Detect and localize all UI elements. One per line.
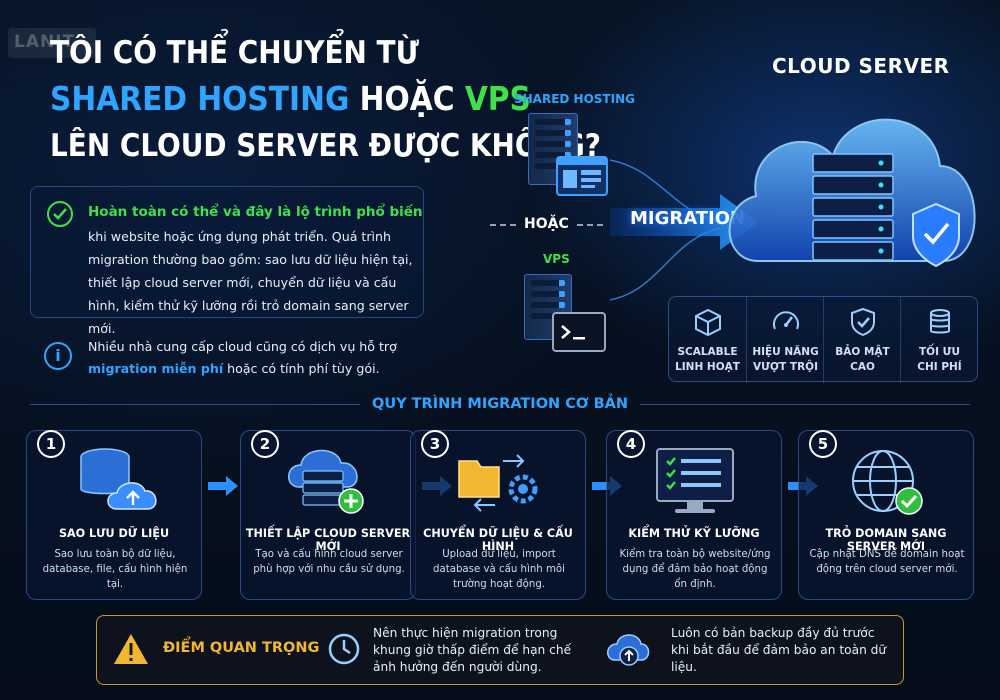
step-number: 3 (421, 430, 449, 458)
step-title: THIẾT LẬP CLOUD SERVER MỚI (245, 527, 411, 553)
feature-label-2: CAO (850, 361, 875, 373)
title-line-3: LÊN CLOUD SERVER ĐƯỢC KHÔNG? (50, 128, 601, 164)
step-description: Upload dữ liệu, import database và cấu h… (433, 549, 565, 590)
step-card-5: 5 TRỎ DOMAIN SANG SERVER MỚI Cập nhật DN… (798, 430, 974, 600)
feature-security: BẢO MẬT CAO (823, 297, 900, 383)
divider-left (30, 404, 360, 405)
globe-check-icon (852, 450, 923, 515)
cloud-server-title: CLOUD SERVER (772, 54, 950, 78)
clock-icon (328, 633, 360, 665)
step-number: 1 (37, 430, 65, 458)
info-note-highlight: migration miễn phí (88, 361, 224, 376)
step-number: 2 (251, 430, 279, 458)
step-description: Tạo và cấu hình cloud server phù hợp với… (253, 549, 405, 575)
info-box: Hoàn toàn có thể và đây là lộ trình phổ … (30, 186, 424, 336)
title-or: HOẶC (349, 79, 465, 118)
tip-off-peak: Nên thực hiện migration trong khung giờ … (373, 626, 572, 674)
shared-hosting-label: SHARED HOSTING (514, 92, 635, 106)
coins-icon (930, 309, 950, 334)
important-title: ĐIỂM QUAN TRỌNG (163, 640, 320, 656)
folder-gear-icon (458, 454, 538, 512)
feature-label-2: LINH HOẠT (675, 361, 740, 373)
feature-scalable: SCALABLE LINH HOẠT (669, 297, 746, 383)
or-label: HOẶC (490, 216, 603, 232)
step-card-2: 2 THIẾT LẬP CLOUD SERVER MỚI Tạo và cấu … (240, 430, 416, 600)
process-title: QUY TRÌNH MIGRATION CƠ BẢN (372, 396, 628, 412)
browser-window-icon (556, 156, 608, 196)
page-title: TÔI CÓ THỂ CHUYỂN TỪ SHARED HOSTING HOẶC… (50, 32, 601, 168)
title-line-1: TÔI CÓ THỂ CHUYỂN TỪ (50, 35, 419, 71)
monitor-checklist-icon (656, 448, 734, 513)
info-note-part-2: hoặc có tính phí tùy gói. (223, 361, 380, 376)
feature-label-1: SCALABLE (677, 346, 738, 358)
divider-right (640, 404, 970, 405)
step-title: CHUYỂN DỮ LIỆU & CẤU HÌNH (423, 527, 573, 553)
step-title: TRỎ DOMAIN SANG SERVER MỚI (825, 527, 947, 553)
feature-label-1: BẢO MẬT (835, 346, 890, 358)
migration-arrow-icon (610, 194, 758, 250)
feature-panel: SCALABLE LINH HOẠT HIỆU NĂNG VƯỢT TRỘI BẢO… (668, 296, 978, 383)
step-card-1: 1 SAO LƯU DỮ LIỆU Sao lưu toàn bộ dữ liệ… (26, 430, 202, 600)
check-circle-icon (47, 201, 73, 227)
step-number: 4 (617, 430, 645, 458)
title-vps: VPS (464, 79, 531, 118)
feature-label-2: VƯỢT TRỘI (753, 361, 818, 373)
speedometer-icon (773, 311, 799, 330)
shield-icon (851, 307, 875, 337)
feature-performance: HIỆU NĂNG VƯỢT TRỘI (746, 297, 823, 383)
cloud-server-add-icon (288, 449, 364, 514)
important-panel: ĐIỂM QUAN TRỌNG Nên thực hiện migration … (96, 615, 904, 685)
feature-label-1: HIỆU NĂNG (752, 346, 819, 358)
step-description: Sao lưu toàn bộ dữ liệu, database, file,… (42, 549, 188, 590)
title-line-2: SHARED HOSTING HOẶC VPS (50, 74, 601, 124)
step-card-4: 4 KIỂM THỬ KỸ LƯỠNG Kiểm tra toàn bộ web… (606, 430, 782, 600)
cloud-backup-icon (607, 634, 650, 666)
migration-label: MIGRATION (630, 208, 746, 229)
info-note-text: Nhiều nhà cung cấp cloud cũng có dịch vụ… (88, 336, 428, 380)
tip-backup: Luôn có bản backup đầy đủ trước khi bắt … (671, 626, 887, 674)
step-title: KIỂM THỬ KỸ LƯỠNG (628, 527, 760, 540)
vps-label: VPS (543, 252, 570, 266)
info-body: khi website hoặc ứng dụng phát triển. Qu… (88, 229, 413, 336)
warning-icon (114, 634, 148, 664)
step-card-3: 3 CHUYỂN DỮ LIỆU & CẤU HÌNH Upload dữ li… (410, 430, 586, 600)
brand-logo: LANIT (8, 28, 96, 58)
step-description: Kiểm tra toàn bộ website/ứng dụng để đảm… (619, 549, 771, 590)
title-shared-hosting: SHARED HOSTING (50, 79, 350, 118)
info-headline: Hoàn toàn có thể và đây là lộ trình phổ … (88, 204, 423, 220)
info-note-part-1: Nhiều nhà cung cấp cloud cũng có dịch vụ… (88, 339, 397, 354)
feature-label-1: TỐI ƯU (919, 346, 960, 358)
step-title: SAO LƯU DỮ LIỆU (58, 527, 170, 540)
chevron-right-icon (208, 476, 238, 496)
step-number: 5 (809, 430, 837, 458)
database-backup-icon (80, 448, 157, 510)
feature-cost: TỐI ƯU CHI PHÍ (900, 297, 977, 383)
cube-icon (695, 308, 721, 337)
step-description: Cập nhật DNS để domain hoạt động trên cl… (809, 549, 965, 575)
cloud-server-icon (728, 118, 976, 268)
terminal-icon (552, 312, 606, 352)
feature-label-2: CHI PHÍ (917, 361, 962, 373)
info-icon: i (44, 342, 72, 370)
